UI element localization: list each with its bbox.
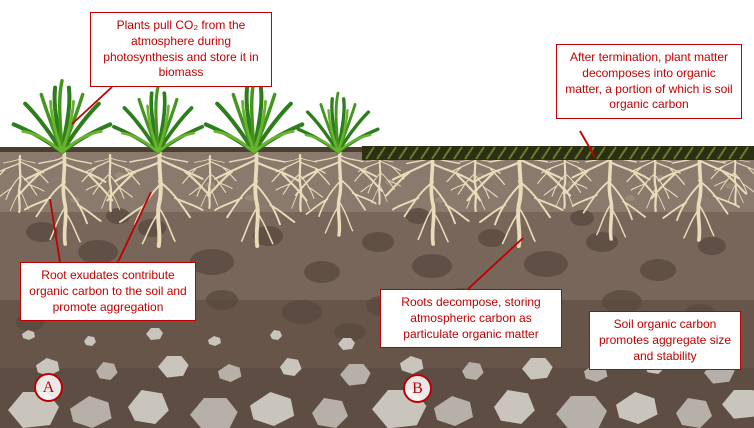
panel-label-b: B	[403, 374, 432, 403]
callout-root-exudates-text: Root exudates contribute organic carbon …	[29, 268, 187, 314]
panel-label-b-text: B	[412, 379, 423, 397]
callout-roots-decompose-text: Roots decompose, storing atmospheric car…	[401, 295, 541, 341]
panel-label-a: A	[34, 373, 63, 402]
callout-photosynthesis-text: Plants pull CO₂ from the atmosphere duri…	[103, 18, 259, 80]
leader-root-exudates-2	[117, 191, 152, 263]
leader-photosynthesis	[71, 86, 113, 125]
leader-lines	[49, 86, 596, 290]
panel-label-a-text: A	[42, 378, 55, 396]
leader-roots-decompose	[467, 237, 524, 290]
residue-strip	[362, 146, 754, 160]
callout-photosynthesis: Plants pull CO₂ from the atmosphere duri…	[90, 12, 272, 88]
callout-soil-organic-carbon: Soil organic carbon promotes aggregate s…	[589, 311, 741, 371]
leader-root-exudates-1	[49, 198, 61, 263]
callout-decomposition: After termination, plant matter decompos…	[556, 44, 742, 120]
leader-decomposition	[579, 130, 596, 158]
callout-root-exudates: Root exudates contribute organic carbon …	[20, 262, 196, 322]
callout-soil-organic-carbon-text: Soil organic carbon promotes aggregate s…	[598, 317, 732, 363]
callout-roots-decompose: Roots decompose, storing atmospheric car…	[380, 289, 562, 349]
callout-decomposition-text: After termination, plant matter decompos…	[565, 50, 733, 112]
